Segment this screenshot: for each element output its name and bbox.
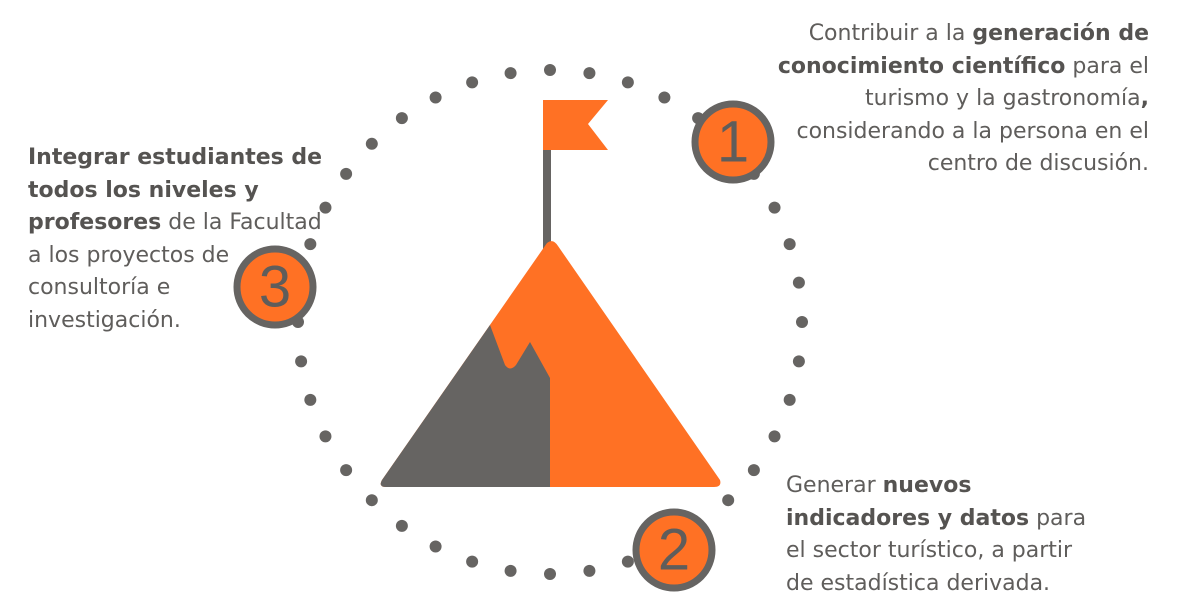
circle-dot (792, 276, 805, 289)
circle-dot (621, 76, 634, 89)
circle-dot (365, 494, 378, 507)
circle-dot (583, 67, 596, 80)
text: para el sector turístico, a partir de es… (786, 505, 1087, 596)
circle-dot (747, 464, 760, 477)
bold-text: nuevos indicadores y datos (786, 473, 1030, 531)
circle-dot (365, 137, 378, 150)
badge-number: 3 (259, 255, 291, 320)
goal-3-text: Integrar estudiantes de todos los nivele… (28, 142, 328, 337)
circle-dot (796, 316, 808, 328)
circle-dot (783, 238, 796, 251)
badge-3: 3 (233, 245, 317, 329)
goal-1-text: Contribuir a la generación de conocimien… (769, 18, 1149, 181)
circle-dot (658, 91, 671, 104)
circle-dot (544, 568, 556, 580)
circle-dot (466, 76, 479, 89)
text: de la Facultad a los proyectos de consul… (28, 210, 322, 333)
mountain-shadow (380, 325, 550, 487)
circle-dot (295, 355, 308, 368)
circle-dot (304, 393, 317, 406)
flag-icon (543, 100, 608, 150)
circle-dot (340, 464, 353, 477)
bold-text: generación de conocimiento científico (777, 21, 1149, 79)
text: Generar (786, 473, 883, 498)
circle-dot (722, 494, 735, 507)
flag-pole (543, 140, 551, 250)
bold-text: Integrar estudiantes de todos los nivele… (28, 145, 323, 235)
text: considerando a la persona en el centro d… (796, 118, 1149, 177)
circle-dot (395, 519, 408, 532)
badge-1: 1 (691, 100, 775, 184)
circle-dot (544, 64, 556, 76)
circle-dot (304, 238, 317, 251)
circle-dot (768, 430, 781, 443)
circle-dot (429, 540, 442, 553)
circle-dot (768, 201, 781, 214)
circle-dot (504, 67, 517, 80)
circle-dot (340, 167, 353, 180)
circle-dot (792, 355, 805, 368)
circle-dot (395, 112, 408, 125)
circle-dot (504, 564, 517, 577)
text: Contribuir a la (808, 21, 973, 46)
circle-dot (319, 201, 332, 214)
badge-number: 2 (658, 518, 690, 583)
circle-dot (783, 393, 796, 406)
circle-dot (583, 564, 596, 577)
badge-number: 1 (717, 110, 749, 175)
circle-dot (466, 555, 479, 568)
badge-2: 2 (632, 508, 716, 592)
text: para el turismo y la gastronomía (864, 53, 1149, 112)
circle-dot (319, 430, 332, 443)
goal-2-text: Generar nuevos indicadores y datos para … (786, 470, 1106, 600)
circle-dot (429, 91, 442, 104)
mountain-icon (380, 100, 721, 487)
circle-dot (621, 555, 634, 568)
bold-text: , (1140, 86, 1149, 111)
